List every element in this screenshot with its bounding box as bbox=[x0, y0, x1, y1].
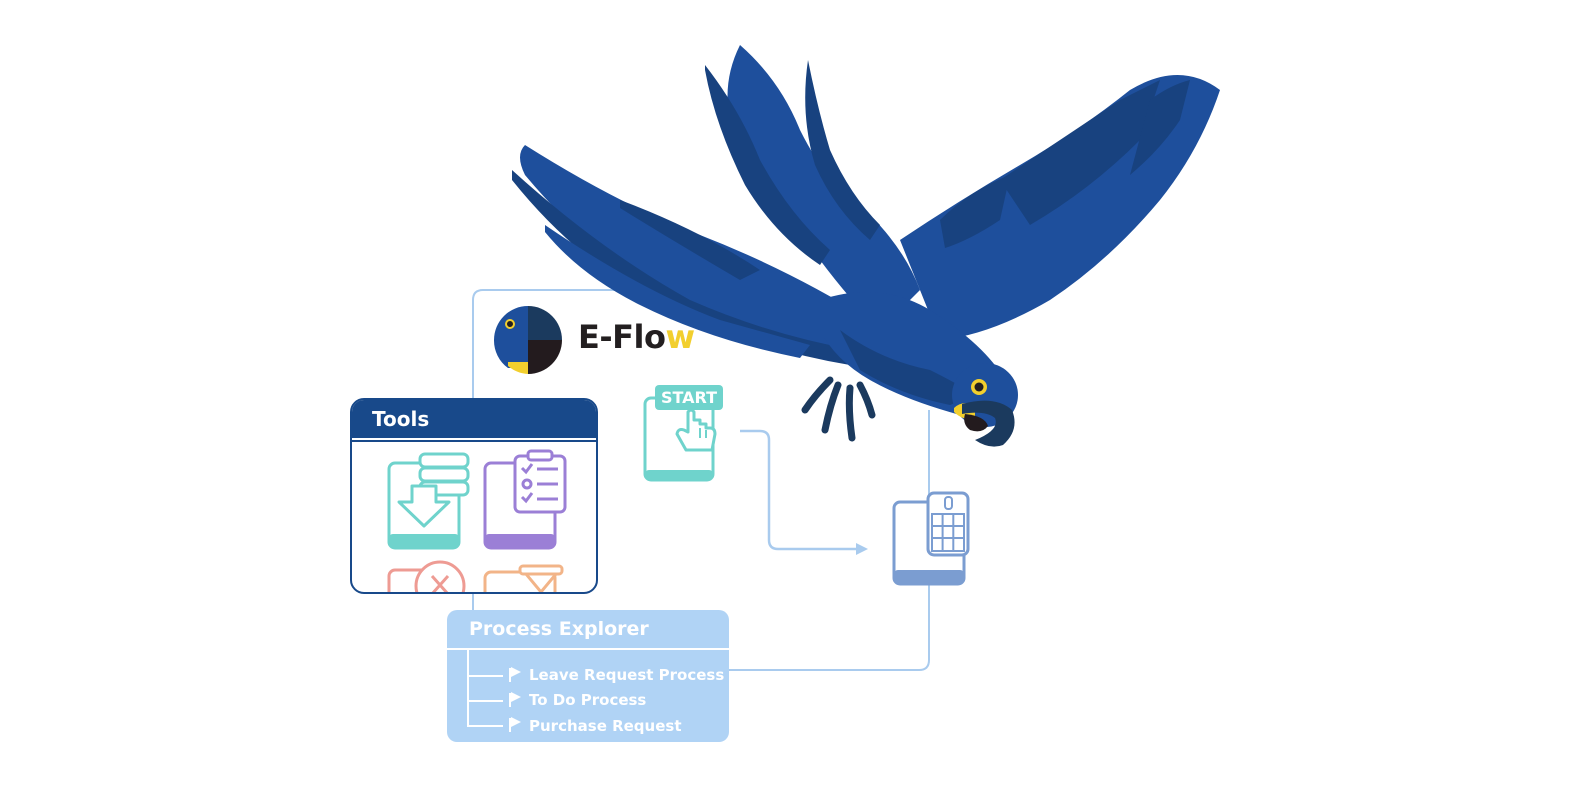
process-explorer-panel: Process Explorer Leave Request Process T… bbox=[447, 610, 729, 742]
process-explorer-divider bbox=[447, 648, 729, 650]
hourglass-icon bbox=[483, 564, 564, 592]
flag-icon bbox=[509, 717, 521, 732]
process-item-leave-request[interactable]: Leave Request Process bbox=[529, 666, 725, 684]
cancel-x-icon bbox=[387, 560, 466, 592]
macaw-head-logo-icon bbox=[493, 306, 562, 374]
tools-divider bbox=[352, 440, 596, 442]
process-item-purchase-request[interactable]: Purchase Request bbox=[529, 717, 682, 735]
start-badge: START bbox=[655, 385, 723, 410]
process-item-to-do[interactable]: To Do Process bbox=[529, 691, 647, 709]
checklist-clipboard-icon bbox=[483, 449, 567, 550]
tap-hand-icon bbox=[675, 408, 717, 452]
download-table-icon bbox=[387, 452, 470, 550]
calculator-card bbox=[892, 491, 970, 586]
process-tree-lines bbox=[467, 650, 521, 732]
calculator-icon bbox=[926, 491, 970, 557]
process-explorer-title: Process Explorer bbox=[469, 618, 649, 640]
tools-icons bbox=[387, 449, 567, 592]
brand-name: E-Flow bbox=[578, 318, 695, 356]
tools-panel: Tools bbox=[350, 398, 598, 594]
tools-title: Tools bbox=[352, 400, 596, 438]
flag-icon bbox=[509, 692, 521, 707]
flag-icon bbox=[509, 667, 521, 682]
